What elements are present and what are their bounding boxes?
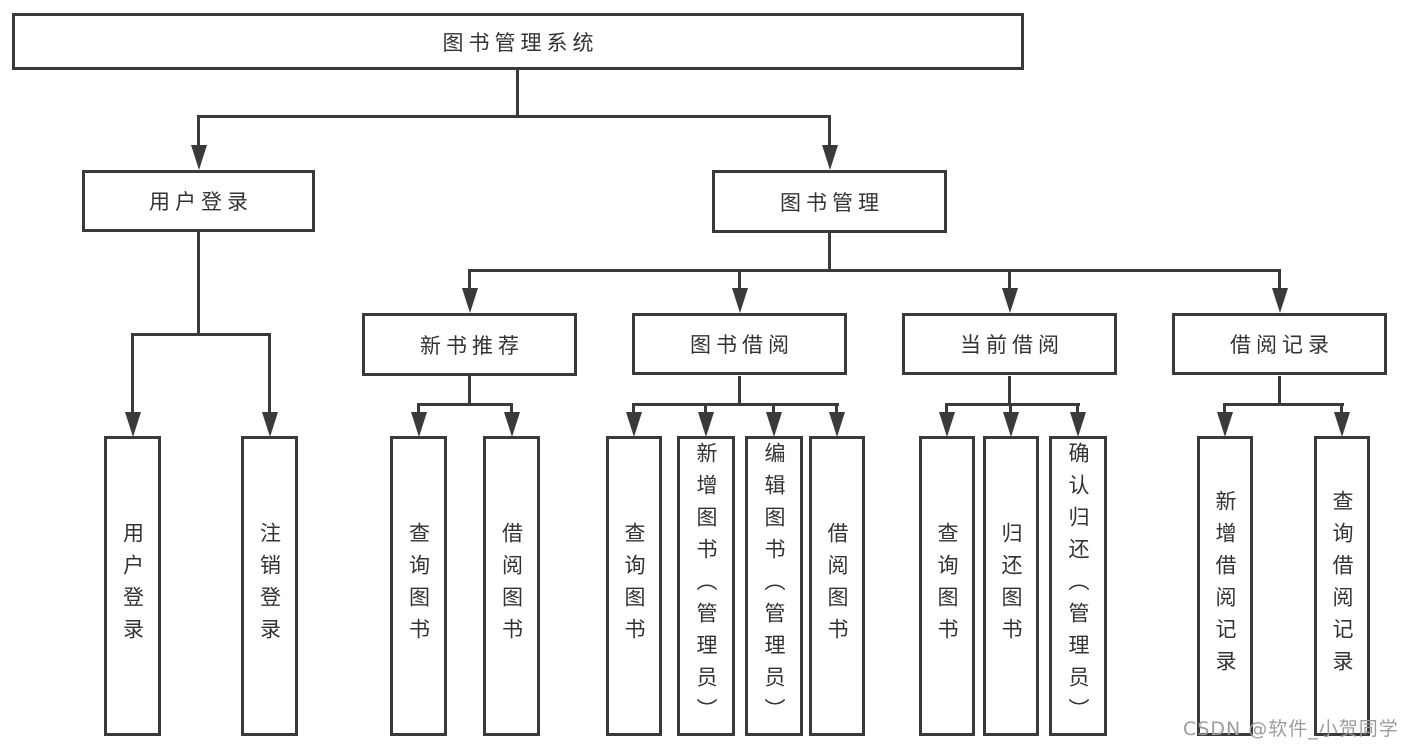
arrow-down-icon bbox=[1217, 412, 1233, 437]
node-leaf-edit-books-admin: 编辑图书（管理员） bbox=[745, 436, 803, 736]
connector-line bbox=[1340, 403, 1343, 413]
arrow-down-icon bbox=[822, 145, 838, 170]
node-book-borrowing: 图书借阅 bbox=[632, 313, 847, 375]
node-user-login: 用户登录 bbox=[82, 170, 315, 232]
connector-line bbox=[632, 403, 839, 406]
connector-line bbox=[828, 115, 831, 147]
node-leaf-borrow-books-recommend: 借阅图书 bbox=[483, 436, 540, 736]
connector-line bbox=[417, 403, 420, 413]
arrow-down-icon bbox=[626, 412, 642, 437]
arrow-down-icon bbox=[504, 412, 520, 437]
arrow-down-icon bbox=[262, 412, 278, 437]
csdn-watermark: CSDN @软件_小贺同学 bbox=[1183, 718, 1399, 740]
connector-line bbox=[632, 403, 635, 413]
node-leaf-query-books-recommend: 查询图书 bbox=[390, 436, 447, 736]
connector-line bbox=[1008, 376, 1011, 406]
node-new-book-recommend: 新书推荐 bbox=[362, 313, 577, 376]
connector-line bbox=[704, 403, 707, 413]
arrow-down-icon bbox=[698, 412, 714, 437]
node-leaf-query-books-current: 查询图书 bbox=[919, 436, 975, 736]
connector-line bbox=[945, 403, 948, 413]
arrow-down-icon bbox=[191, 145, 207, 170]
node-leaf-add-books-admin: 新增图书（管理员） bbox=[677, 436, 735, 736]
connector-line bbox=[828, 233, 831, 272]
node-leaf-user-login: 用户登录 bbox=[104, 436, 161, 736]
connector-line bbox=[772, 403, 775, 413]
arrow-down-icon bbox=[125, 412, 141, 437]
connector-line bbox=[468, 376, 471, 406]
node-leaf-query-books-borrowing: 查询图书 bbox=[606, 436, 662, 736]
node-leaf-query-borrow-record: 查询借阅记录 bbox=[1314, 436, 1370, 736]
connector-line bbox=[417, 403, 513, 406]
connector-line bbox=[1223, 403, 1226, 413]
arrow-down-icon bbox=[1070, 412, 1086, 437]
connector-line bbox=[197, 115, 200, 147]
arrow-down-icon bbox=[732, 288, 748, 313]
arrow-down-icon bbox=[411, 412, 427, 437]
node-leaf-add-borrow-record: 新增借阅记录 bbox=[1197, 436, 1253, 736]
connector-line bbox=[1278, 269, 1281, 289]
connector-line bbox=[197, 232, 200, 336]
connector-line bbox=[131, 333, 271, 336]
node-leaf-return-books: 归还图书 bbox=[983, 436, 1039, 736]
node-leaf-logout: 注销登录 bbox=[241, 436, 298, 736]
connector-line bbox=[835, 403, 838, 413]
arrow-down-icon bbox=[462, 288, 478, 313]
connector-line bbox=[1008, 269, 1011, 289]
node-leaf-borrow-books-borrowing: 借阅图书 bbox=[809, 436, 865, 736]
connector-line bbox=[197, 115, 831, 118]
connector-line bbox=[468, 269, 471, 289]
node-borrowing-records: 借阅记录 bbox=[1172, 313, 1387, 375]
node-book-management: 图书管理 bbox=[712, 170, 947, 233]
arrow-down-icon bbox=[766, 412, 782, 437]
connector-line bbox=[468, 269, 1281, 272]
arrow-down-icon bbox=[1272, 288, 1288, 313]
connector-line bbox=[945, 403, 1080, 406]
node-current-borrowing: 当前借阅 bbox=[902, 313, 1117, 375]
arrow-down-icon bbox=[1002, 288, 1018, 313]
connector-line bbox=[131, 333, 134, 414]
connector-line bbox=[738, 269, 741, 289]
connector-line bbox=[1076, 403, 1079, 413]
arrow-down-icon bbox=[829, 412, 845, 437]
connector-line bbox=[1278, 376, 1281, 406]
arrow-down-icon bbox=[939, 412, 955, 437]
connector-line bbox=[516, 70, 519, 117]
arrow-down-icon bbox=[1334, 412, 1350, 437]
connector-line bbox=[510, 403, 513, 413]
node-leaf-confirm-return-admin: 确认归还（管理员） bbox=[1049, 436, 1107, 736]
connector-line bbox=[738, 376, 741, 406]
connector-line bbox=[1009, 403, 1012, 413]
connector-line bbox=[1223, 403, 1344, 406]
connector-line bbox=[268, 333, 271, 414]
arrow-down-icon bbox=[1003, 412, 1019, 437]
node-root-library-management-system: 图书管理系统 bbox=[12, 13, 1024, 70]
